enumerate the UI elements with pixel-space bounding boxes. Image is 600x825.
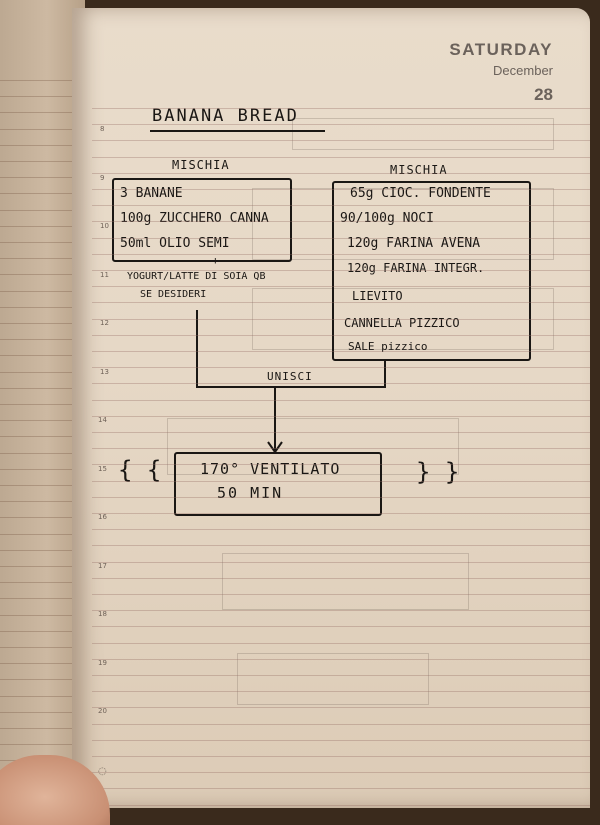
ruled-line — [92, 351, 590, 352]
ruled-line — [92, 659, 590, 660]
hour-marker: 11 — [100, 271, 109, 279]
ruled-line — [92, 367, 590, 368]
ruled-line — [92, 221, 590, 222]
merge-label: UNISCI — [267, 370, 313, 383]
hour-marker: 14 — [98, 416, 107, 424]
ruled-line — [92, 400, 590, 401]
ruled-line — [92, 464, 590, 465]
ruled-line — [92, 788, 590, 789]
ruled-line — [92, 286, 590, 287]
ruled-line — [92, 270, 590, 271]
ruled-line — [92, 416, 590, 417]
ruled-line — [92, 124, 590, 125]
ruled-line — [92, 335, 590, 336]
ruled-line — [92, 238, 590, 239]
ruled-line — [92, 562, 590, 563]
title-underline — [150, 130, 325, 132]
hour-marker: 13 — [100, 368, 109, 376]
left-note-line2: SE DESIDERI — [140, 289, 206, 300]
ruled-line — [92, 626, 590, 627]
hour-marker: 20 — [98, 707, 107, 715]
weekday-label: SATURDAY — [449, 40, 553, 60]
ruled-line — [92, 189, 590, 190]
ruled-line — [92, 691, 590, 692]
ruled-line — [92, 140, 590, 141]
ruled-line — [92, 772, 590, 773]
right-item-5: LIEVITO — [352, 289, 403, 303]
hour-marker: 10 — [100, 222, 109, 230]
hour-marker: 9 — [100, 174, 104, 182]
ruled-line — [92, 205, 590, 206]
ruled-line — [92, 254, 590, 255]
hour-marker: 16 — [98, 513, 107, 521]
planner-page: SATURDAY December 28 BANANA BREAD MISCHI… — [72, 8, 590, 808]
ruled-line — [92, 319, 590, 320]
book-edge — [590, 0, 600, 800]
hour-marker: 19 — [98, 659, 107, 667]
ruled-line — [92, 529, 590, 530]
left-connector — [196, 310, 198, 388]
recipe-title: BANANA BREAD — [152, 106, 299, 126]
month-label: December — [493, 63, 553, 78]
hour-marker: 18 — [98, 610, 107, 618]
hour-marker: 17 — [98, 562, 107, 570]
ruled-line — [92, 756, 590, 757]
ruled-line — [92, 481, 590, 482]
ruled-line — [92, 675, 590, 676]
hour-marker: 12 — [100, 319, 109, 327]
hour-marker: 8 — [100, 125, 104, 133]
ruled-line — [92, 724, 590, 725]
date-number: 28 — [534, 85, 553, 105]
ruled-line — [92, 545, 590, 546]
ruled-line — [92, 302, 590, 303]
plus-sign: + — [212, 254, 219, 267]
bake-time: 50 MIN — [217, 484, 283, 502]
bleedthrough-box — [292, 118, 554, 150]
left-note-line1: YOGURT/LATTE DI SOIA QB — [127, 271, 265, 282]
left-item-2: 100g ZUCCHERO CANNA — [120, 211, 269, 226]
right-group-label: MISCHIA — [390, 163, 448, 177]
ruled-line — [92, 513, 590, 514]
ruled-line — [92, 497, 590, 498]
ruled-line — [92, 157, 590, 158]
steam-left-icon: { { — [118, 456, 161, 484]
ruled-line — [92, 610, 590, 611]
right-item-2: 90/100g NOCI — [340, 211, 434, 226]
ruled-line — [92, 740, 590, 741]
bake-temperature: 170° VENTILATO — [200, 460, 340, 478]
hour-marker: 15 — [98, 465, 107, 473]
ruled-line — [92, 383, 590, 384]
ruled-line — [92, 643, 590, 644]
ruled-line — [92, 173, 590, 174]
right-item-4: 120g FARINA INTEGR. — [347, 261, 484, 275]
ruled-line — [92, 578, 590, 579]
ruled-line — [92, 432, 590, 433]
ruled-line — [92, 707, 590, 708]
ruled-line — [92, 594, 590, 595]
ruled-line — [92, 805, 590, 806]
bleedthrough-box — [237, 653, 429, 705]
ruled-line — [92, 448, 590, 449]
merge-line — [196, 386, 386, 388]
left-group-label: MISCHIA — [172, 158, 230, 172]
ruled-line — [92, 108, 590, 109]
